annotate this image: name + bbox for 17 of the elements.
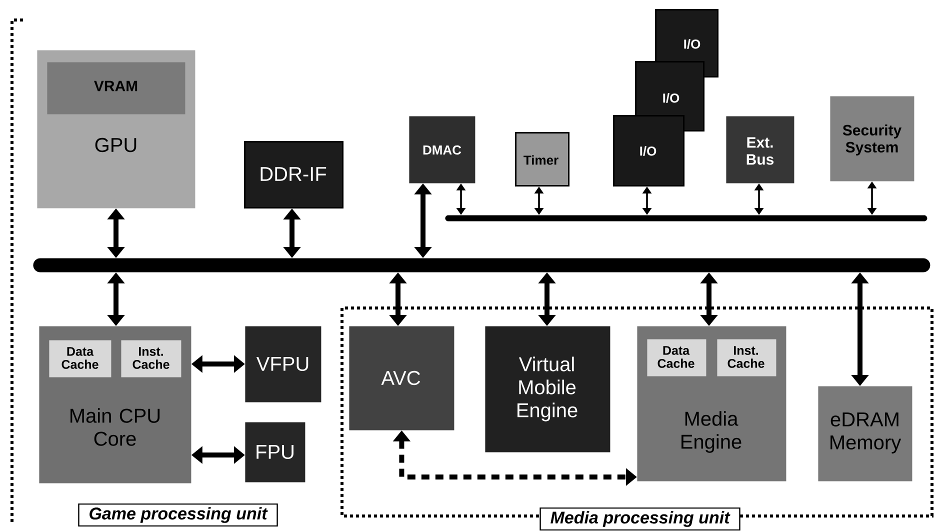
unit-label: Game processing unit bbox=[78, 503, 278, 527]
cache-block: Data Cache bbox=[647, 339, 706, 376]
cache-block: Inst. Cache bbox=[121, 340, 182, 378]
io-block: I/O bbox=[613, 115, 684, 186]
coprocessor-block: VFPU bbox=[245, 326, 322, 402]
engine-block: Virtual Mobile Engine bbox=[485, 326, 610, 452]
coprocessor-block: FPU bbox=[245, 422, 306, 482]
timer-block: Timer bbox=[515, 132, 570, 186]
cache-block: Data Cache bbox=[49, 340, 112, 378]
memory-block: eDRAM Memory bbox=[818, 386, 912, 482]
cache-block: Inst. Cache bbox=[717, 339, 776, 376]
bus-block: Ext. Bus bbox=[726, 116, 794, 184]
interface-block: DDR-IF bbox=[244, 141, 344, 208]
security-block: Security System bbox=[830, 96, 914, 182]
codec-block: AVC bbox=[349, 326, 454, 430]
controller-block: DMAC bbox=[409, 116, 476, 184]
memory-block: VRAM bbox=[47, 62, 186, 114]
